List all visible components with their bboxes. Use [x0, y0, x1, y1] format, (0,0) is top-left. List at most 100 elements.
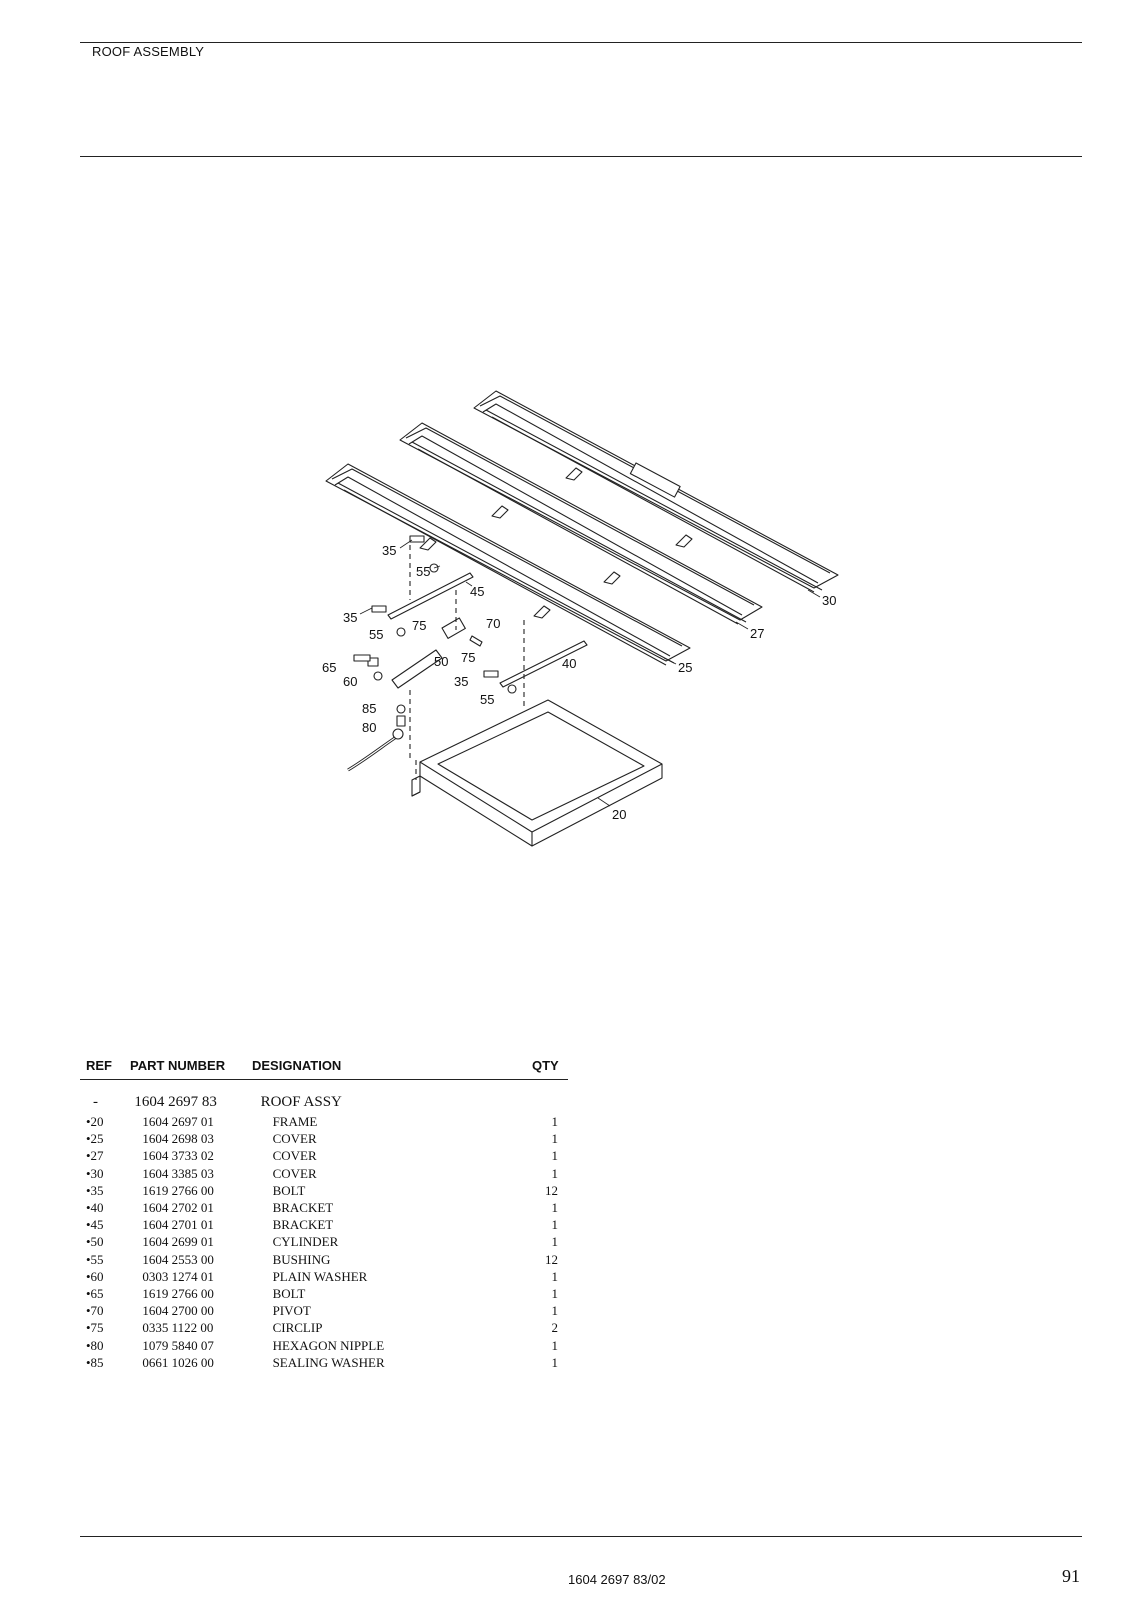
- column-header-designation: DESIGNATION: [252, 1058, 342, 1073]
- cell-part-number: 1604 2699 01: [142, 1234, 214, 1250]
- cell-ref: •55: [86, 1251, 104, 1267]
- cell-part-number: 1604 3733 02: [142, 1148, 214, 1164]
- table-row: •40 1604 2702 01 BRACKET 1: [80, 1199, 570, 1216]
- frame-20-drawing: [411, 699, 663, 847]
- callout-label: 50: [434, 654, 448, 669]
- callout-label: 25: [678, 660, 692, 675]
- table-row: •70 1604 2700 00 PIVOT 1: [80, 1302, 570, 1319]
- cell-qty: 1: [551, 1337, 559, 1353]
- callout-label: 30: [822, 593, 836, 608]
- table-row: •80 1079 5840 07 HEXAGON NIPPLE 1: [80, 1337, 570, 1354]
- cell-ref: •30: [86, 1165, 104, 1181]
- cell-ref: •65: [86, 1286, 104, 1302]
- callout-label: 20: [612, 807, 626, 822]
- callout-label: 75: [461, 650, 475, 665]
- cell-designation: BUSHING: [272, 1251, 331, 1267]
- cell-designation: BOLT: [272, 1182, 306, 1198]
- cell-part-number: 1604 2700 00: [142, 1303, 214, 1319]
- cell-qty: 1: [551, 1131, 559, 1147]
- cell-qty: 1: [551, 1286, 559, 1302]
- cell-qty: 1: [551, 1148, 559, 1164]
- cell-ref: •45: [86, 1217, 104, 1233]
- cell-qty: 1: [551, 1303, 559, 1319]
- cell-qty: 12: [545, 1251, 558, 1267]
- page-number: 91: [1062, 1566, 1080, 1586]
- cover-25-drawing: [325, 463, 691, 666]
- table-row: •25 1604 2698 03 COVER 1: [80, 1130, 570, 1147]
- table-row: •30 1604 3385 03 COVER 1: [80, 1165, 570, 1182]
- cell-ref: •27: [86, 1148, 104, 1164]
- callout-label: 35: [343, 610, 357, 625]
- cell-qty: 1: [551, 1234, 559, 1250]
- cell-qty: 1: [551, 1165, 559, 1181]
- cell-qty: [502, 1092, 570, 1113]
- cell-part-number: 0661 1026 00: [142, 1354, 214, 1370]
- cell-part-number: 1604 2698 03: [142, 1131, 214, 1147]
- cell-ref: •35: [86, 1182, 104, 1198]
- table-row: •60 0303 1274 01 PLAIN WASHER 1: [80, 1268, 570, 1285]
- cell-qty: 1: [551, 1354, 559, 1370]
- callout-label: 65: [322, 660, 336, 675]
- cell-designation: FRAME: [272, 1114, 318, 1129]
- cell-designation: BRACKET: [272, 1217, 334, 1233]
- table-row: •27 1604 3733 02 COVER 1: [80, 1147, 570, 1164]
- cell-part-number: 1079 5840 07: [142, 1337, 214, 1353]
- cell-part-number: 1619 2766 00: [142, 1182, 214, 1198]
- diagram-callouts: 35 55 45 35 75 70 55 65 50 75 60 40 35 5…: [322, 543, 836, 822]
- cell-designation: BRACKET: [272, 1200, 334, 1216]
- callout-label: 70: [486, 616, 500, 631]
- cell-part-number: 1604 2553 00: [142, 1251, 214, 1267]
- cell-part-number: 1604 3385 03: [142, 1165, 214, 1181]
- cell-designation: PIVOT: [272, 1303, 311, 1319]
- cell-part-number: 0303 1274 01: [142, 1268, 214, 1284]
- cell-qty: 1: [551, 1200, 559, 1216]
- cell-designation: COVER: [272, 1165, 317, 1181]
- cell-ref: •20: [86, 1114, 104, 1129]
- callout-label: 85: [362, 701, 376, 716]
- parts-table: - 1604 2697 83 ROOF ASSY •20 1604 2697 0…: [80, 1092, 570, 1371]
- cell-designation: COVER: [272, 1131, 317, 1147]
- cell-designation: ROOF ASSY: [260, 1094, 342, 1110]
- footer-rule: [80, 1536, 1082, 1537]
- cell-ref: •50: [86, 1234, 104, 1250]
- header-top-rule: [80, 42, 1082, 43]
- callout-label: 35: [454, 674, 468, 689]
- callout-label: 55: [416, 564, 430, 579]
- callout-label: 35: [382, 543, 396, 558]
- callout-label: 55: [369, 627, 383, 642]
- document-number: 1604 2697 83/02: [568, 1572, 666, 1587]
- callout-label: 27: [750, 626, 764, 641]
- cell-qty: 1: [551, 1114, 559, 1129]
- table-row: - 1604 2697 83 ROOF ASSY: [80, 1092, 570, 1113]
- cell-designation: HEXAGON NIPPLE: [272, 1337, 385, 1353]
- cell-designation: COVER: [272, 1148, 317, 1164]
- cell-ref: •25: [86, 1131, 104, 1147]
- cell-ref: -: [93, 1094, 98, 1110]
- cell-designation: BOLT: [272, 1286, 306, 1302]
- table-row: •75 0335 1122 00 CIRCLIP 2: [80, 1319, 570, 1336]
- cell-designation: SEALING WASHER: [272, 1354, 385, 1370]
- cell-ref: •70: [86, 1303, 104, 1319]
- cell-designation: CYLINDER: [272, 1234, 339, 1250]
- callout-label: 40: [562, 656, 576, 671]
- table-header-rule: [80, 1079, 568, 1080]
- cover-30-drawing: [473, 390, 839, 593]
- column-header-ref: REF: [86, 1058, 112, 1073]
- cover-27-drawing: [399, 422, 763, 625]
- callout-label: 55: [480, 692, 494, 707]
- cell-designation: CIRCLIP: [272, 1320, 323, 1336]
- table-row: •35 1619 2766 00 BOLT 12: [80, 1182, 570, 1199]
- cell-ref: •80: [86, 1337, 104, 1353]
- callout-label: 75: [412, 618, 426, 633]
- cell-qty: 2: [551, 1320, 559, 1336]
- cell-part-number: 1619 2766 00: [142, 1286, 214, 1302]
- cell-part-number: 1604 2701 01: [142, 1217, 214, 1233]
- alignment-lines: [409, 545, 525, 780]
- cell-ref: •60: [86, 1268, 104, 1284]
- cell-part-number: 1604 2702 01: [142, 1200, 214, 1216]
- page-title: ROOF ASSEMBLY: [92, 44, 205, 59]
- table-row: •65 1619 2766 00 BOLT 1: [80, 1285, 570, 1302]
- callout-label: 60: [343, 674, 357, 689]
- cell-part-number: 1604 2697 01: [142, 1114, 214, 1129]
